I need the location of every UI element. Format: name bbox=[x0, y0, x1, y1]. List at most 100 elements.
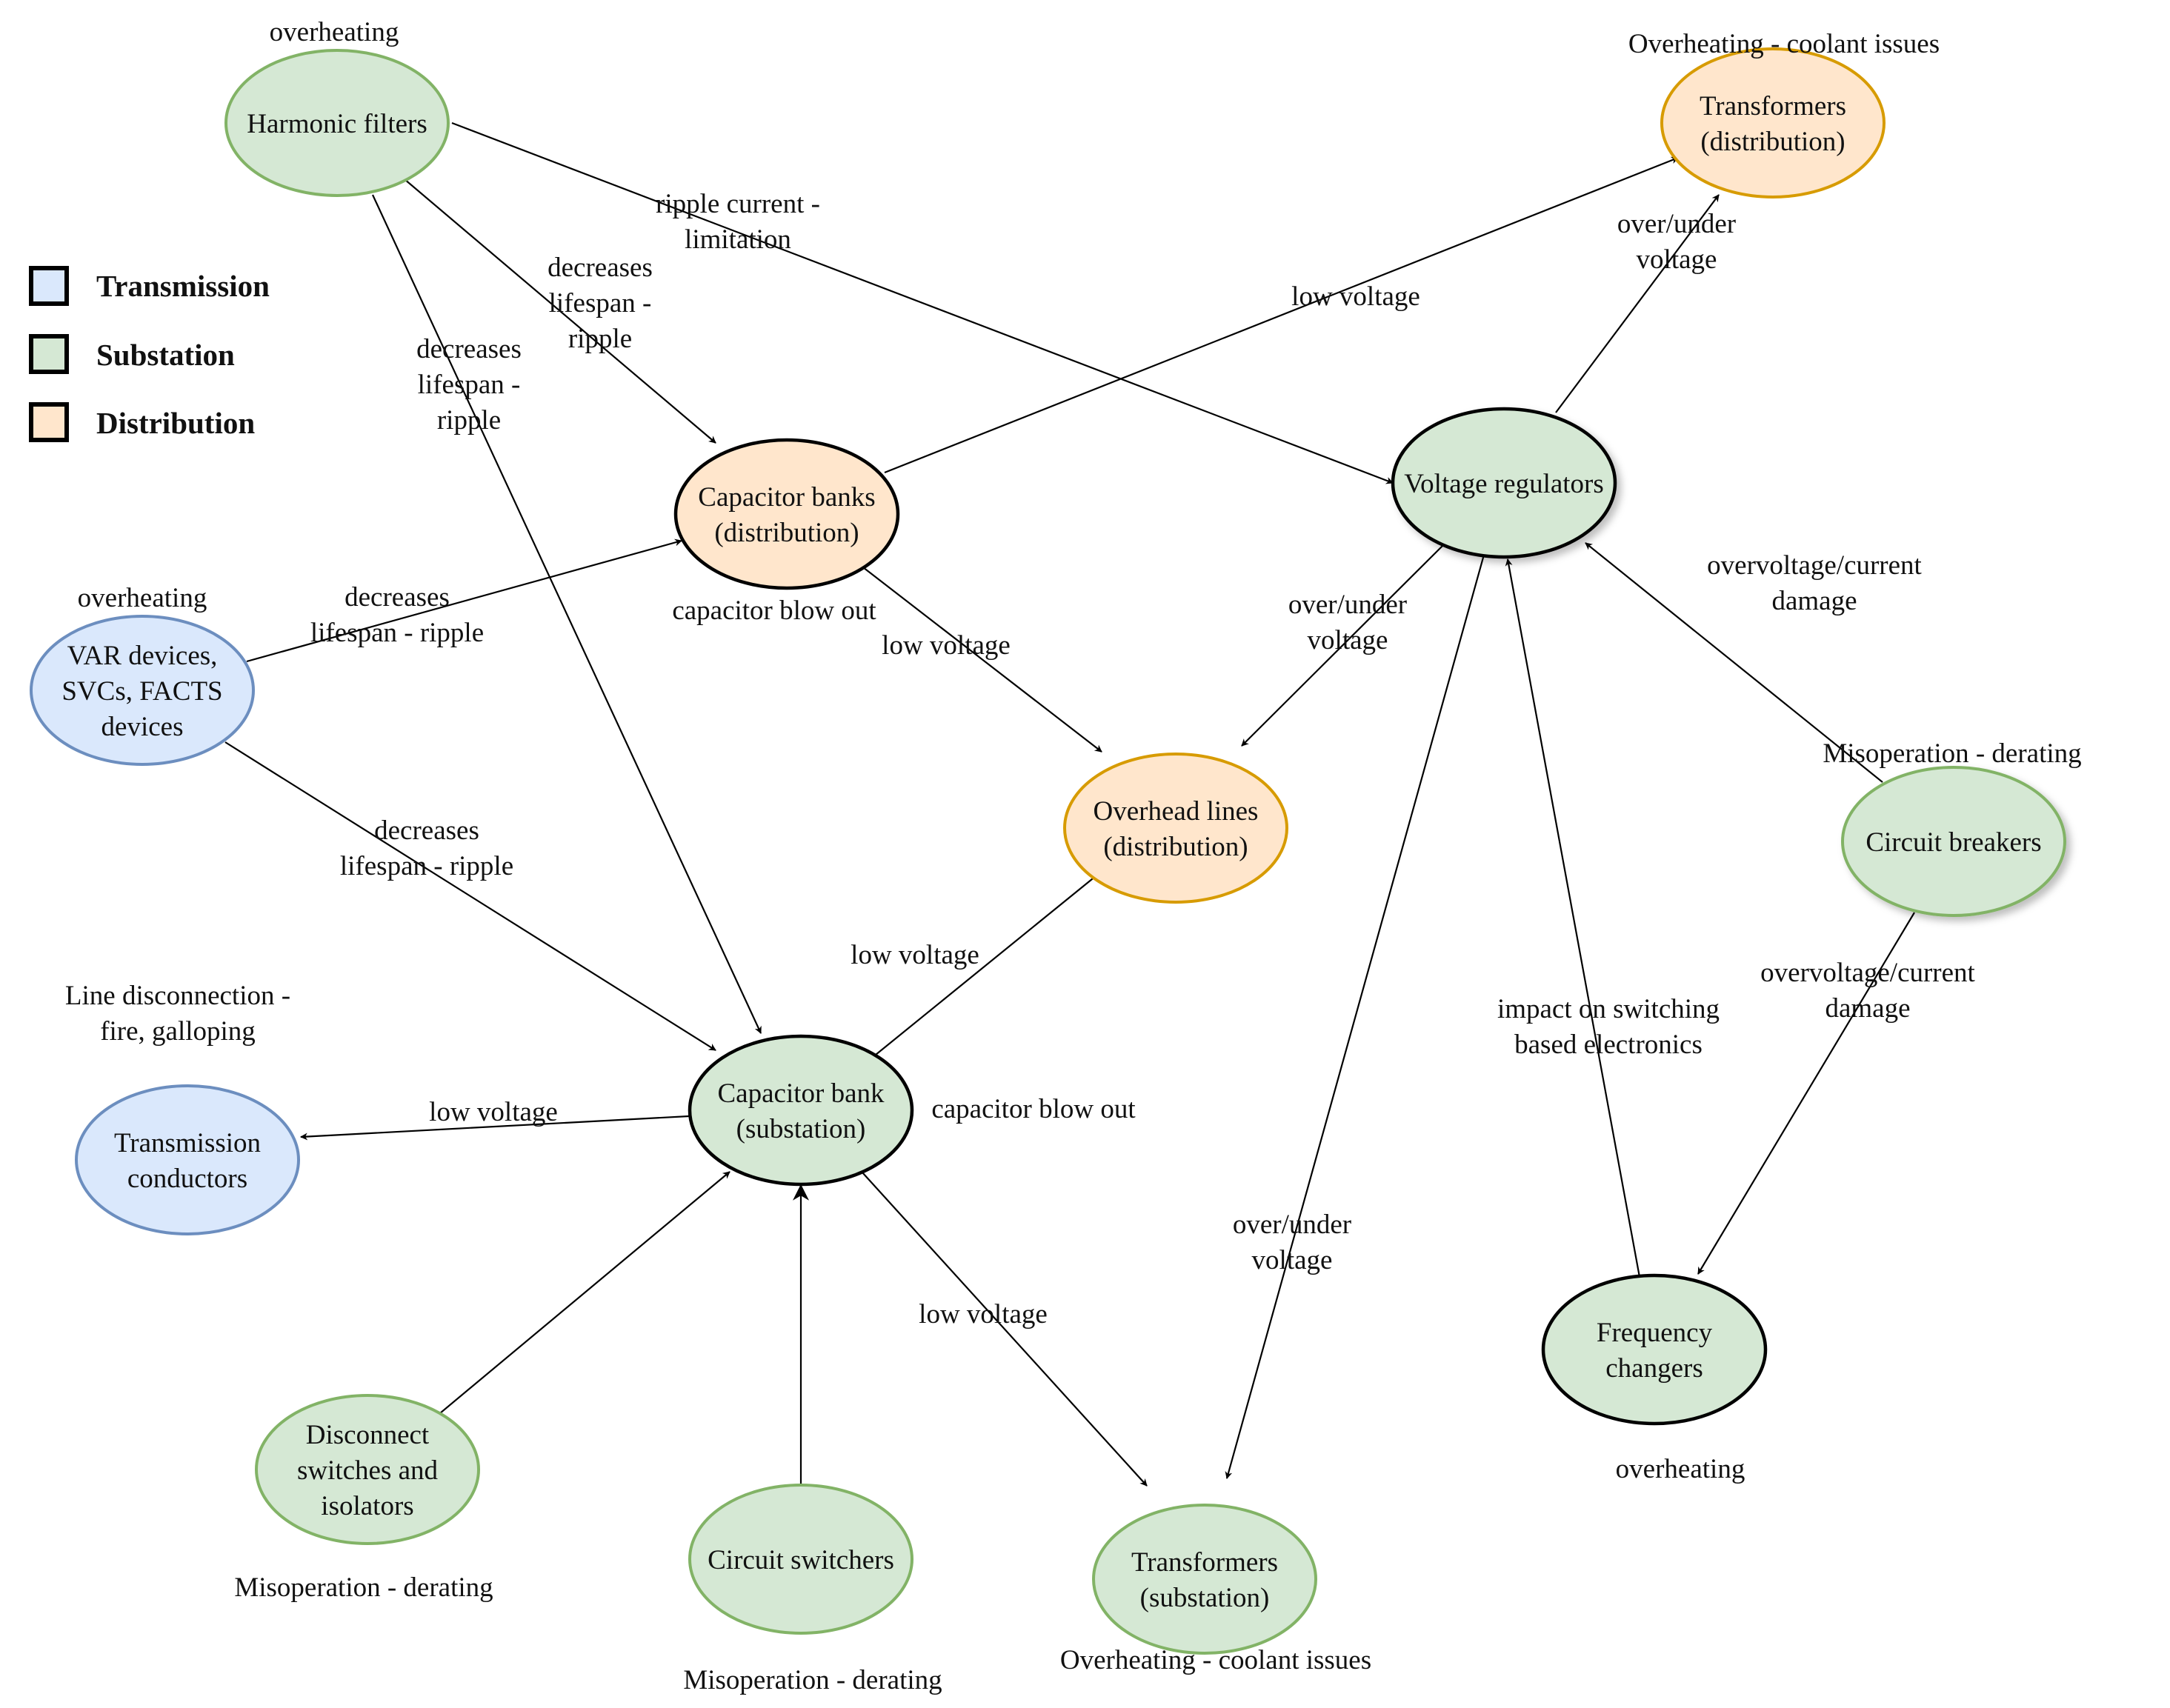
edge-circuit-breakers-to-frequency-changers bbox=[1697, 912, 1915, 1275]
node-circuit-breakers[interactable]: Circuit breakers bbox=[1841, 766, 2066, 917]
edge-voltage-regulators-to-transformers-distribution bbox=[1555, 194, 1720, 413]
edge-label-circuit-breakers-to-voltage-regulators-line: overvoltage/current bbox=[1707, 550, 1922, 581]
edge-label-capacitor-banks-distribution-to-overhead-lines-line: low voltage bbox=[882, 630, 1011, 661]
node-note-transmission-conductors: Line disconnection -fire, galloping bbox=[65, 981, 290, 1047]
node-var-devices[interactable]: VAR devices, SVCs, FACTS devices bbox=[30, 615, 255, 766]
node-label-transmission-conductors: Transmission conductors bbox=[114, 1128, 261, 1194]
node-label-transformers-distribution-line: (distribution) bbox=[1700, 127, 1845, 157]
edge-var-devices-to-capacitor-banks-distribution bbox=[246, 538, 682, 663]
edge-label-capacitor-banks-distribution-to-transformers-distribution-line: low voltage bbox=[1291, 281, 1420, 312]
node-note-frequency-changers-line: overheating bbox=[1616, 1454, 1745, 1484]
node-transmission-conductors[interactable]: Transmission conductors bbox=[75, 1084, 300, 1235]
edge-label-capacitor-bank-substation-to-transmission-conductors: low voltage bbox=[429, 1097, 558, 1127]
edge-capacitor-bank-substation-to-transmission-conductors bbox=[300, 1115, 690, 1141]
node-shape-capacitor-banks-distribution bbox=[673, 438, 900, 590]
node-label-var-devices-line: VAR devices, bbox=[67, 641, 218, 671]
node-shape-overhead-lines bbox=[1063, 753, 1288, 904]
legend-item-transmission: Transmission bbox=[29, 266, 270, 306]
node-capacitor-bank-substation[interactable]: Capacitor bank(substation) bbox=[688, 1034, 914, 1187]
node-note-var-devices: overheating bbox=[78, 583, 207, 613]
node-label-circuit-switchers-line: Circuit switchers bbox=[708, 1545, 894, 1575]
node-label-var-devices-line: SVCs, FACTS bbox=[61, 676, 222, 707]
edge-label-harmonic-filters-to-capacitor-banks-distribution-line: ripple bbox=[568, 324, 632, 354]
node-label-overhead-lines-line: Overhead lines bbox=[1094, 796, 1259, 827]
edge-label-voltage-regulators-to-transformers-substation-line: over/under bbox=[1233, 1210, 1351, 1240]
node-label-transformers-substation: Transformers(substation) bbox=[1131, 1547, 1278, 1613]
edge-label-harmonic-filters-to-capacitor-bank-substation-line: decreases bbox=[416, 334, 522, 364]
legend-item-distribution: Distribution bbox=[29, 402, 255, 442]
node-label-disconnect-switches-line: Disconnect bbox=[306, 1420, 430, 1450]
node-overhead-lines[interactable]: Overhead lines (distribution) bbox=[1063, 753, 1288, 904]
node-shape-circuit-breakers bbox=[1841, 766, 2066, 917]
node-label-disconnect-switches-line: switches and bbox=[297, 1455, 439, 1486]
node-label-voltage-regulators-line: Voltage regulators bbox=[1404, 469, 1604, 499]
node-label-transformers-distribution: Transformers(distribution) bbox=[1700, 91, 1846, 157]
node-note-transmission-conductors-line: fire, galloping bbox=[100, 1016, 256, 1047]
edge-harmonic-filters-to-voltage-regulators bbox=[451, 121, 1394, 484]
node-label-capacitor-bank-substation-line: Capacitor bank bbox=[718, 1078, 885, 1109]
node-note-var-devices-line: overheating bbox=[78, 583, 207, 613]
node-voltage-regulators[interactable]: Voltage regulators bbox=[1391, 407, 1617, 559]
node-label-overhead-lines-line: (distribution) bbox=[1103, 832, 1248, 862]
node-harmonic-filters[interactable]: Harmonic filters bbox=[224, 49, 450, 197]
edge-label-var-devices-to-capacitor-bank-substation-line: lifespan - ripple bbox=[340, 851, 513, 881]
edge-label-harmonic-filters-to-voltage-regulators: ripple current -limitation bbox=[656, 189, 820, 255]
node-note-transformers-substation-line: Overheating - coolant issues bbox=[1060, 1645, 1371, 1675]
node-note-transformers-substation: Overheating - coolant issues bbox=[1060, 1645, 1371, 1675]
node-label-disconnect-switches-line: isolators bbox=[321, 1491, 413, 1521]
edge-capacitor-bank-substation-to-overhead-lines bbox=[875, 872, 1101, 1055]
edge-capacitor-banks-distribution-to-overhead-lines bbox=[862, 567, 1102, 753]
edge-label-var-devices-to-capacitor-bank-substation-line: decreases bbox=[374, 815, 479, 846]
edge-label-circuit-breakers-to-voltage-regulators-line: damage bbox=[1771, 586, 1857, 616]
edge-label-harmonic-filters-to-capacitor-bank-substation-line: ripple bbox=[437, 405, 501, 436]
legend-swatch-transmission bbox=[29, 266, 69, 306]
node-label-var-devices: VAR devices, SVCs, FACTS devices bbox=[61, 641, 222, 742]
node-label-harmonic-filters-line: Harmonic filters bbox=[247, 109, 427, 139]
node-label-frequency-changers-line: Frequency bbox=[1597, 1318, 1713, 1348]
node-label-transmission-conductors-line: Transmission bbox=[114, 1128, 261, 1158]
node-note-harmonic-filters-line: overheating bbox=[270, 17, 399, 47]
edge-voltage-regulators-to-transformers-substation bbox=[1225, 554, 1485, 1479]
edge-label-circuit-breakers-to-voltage-regulators: overvoltage/current damage bbox=[1707, 550, 1922, 616]
edge-label-var-devices-to-capacitor-banks-distribution-line: decreases bbox=[345, 582, 450, 613]
edge-circuit-breakers-to-voltage-regulators bbox=[1585, 542, 1883, 783]
node-label-transmission-conductors-line: conductors bbox=[127, 1164, 247, 1194]
node-shape-voltage-regulators bbox=[1391, 407, 1617, 559]
edge-label-capacitor-bank-substation-to-transmission-conductors-line: low voltage bbox=[429, 1097, 558, 1127]
node-note-capacitor-banks-distribution-line: capacitor blow out bbox=[672, 596, 876, 626]
node-circuit-switchers[interactable]: Circuit switchers bbox=[688, 1484, 913, 1635]
node-note-capacitor-bank-substation: capacitor blow out bbox=[931, 1094, 1136, 1124]
edge-harmonic-filters-to-capacitor-banks-distribution bbox=[404, 179, 716, 444]
edge-label-capacitor-bank-substation-to-overhead-lines-line: low voltage bbox=[851, 940, 979, 970]
node-disconnect-switches[interactable]: Disconnect switches and isolators bbox=[255, 1394, 480, 1545]
node-note-circuit-breakers: Misoperation - derating bbox=[1823, 738, 2081, 769]
node-note-circuit-switchers-line: Misoperation - derating bbox=[683, 1665, 942, 1695]
node-shape-capacitor-bank-substation bbox=[688, 1034, 914, 1187]
node-transformers-distribution[interactable]: Transformers(distribution) bbox=[1660, 47, 1886, 199]
edge-label-voltage-regulators-to-transformers-distribution-line: voltage bbox=[1637, 244, 1717, 275]
node-label-harmonic-filters: Harmonic filters bbox=[247, 109, 427, 139]
edge-label-harmonic-filters-to-capacitor-banks-distribution-line: lifespan - bbox=[549, 288, 652, 318]
node-label-var-devices-line: devices bbox=[101, 712, 184, 742]
node-note-disconnect-switches-line: Misoperation - derating bbox=[234, 1572, 493, 1603]
edge-label-capacitor-bank-substation-to-overhead-lines: low voltage bbox=[851, 940, 979, 970]
edge-voltage-regulators-to-overhead-lines bbox=[1241, 545, 1443, 747]
edge-label-capacitor-banks-distribution-to-overhead-lines: low voltage bbox=[882, 630, 1011, 661]
edge-var-devices-to-capacitor-bank-substation bbox=[224, 741, 716, 1051]
node-note-transformers-distribution-line: Overheating - coolant issues bbox=[1628, 29, 1940, 59]
node-transformers-substation[interactable]: Transformers(substation) bbox=[1092, 1504, 1317, 1655]
edge-label-capacitor-bank-substation-to-transformers-substation-line: low voltage bbox=[919, 1299, 1048, 1330]
node-label-capacitor-banks-distribution-line: (distribution) bbox=[714, 518, 859, 548]
edge-label-frequency-changers-to-voltage-regulators-line: based electronics bbox=[1514, 1030, 1703, 1060]
node-label-overhead-lines: Overhead lines (distribution) bbox=[1094, 796, 1259, 862]
edge-label-capacitor-bank-substation-to-transformers-substation: low voltage bbox=[919, 1299, 1048, 1330]
node-capacitor-banks-distribution[interactable]: Capacitor banks(distribution) bbox=[673, 438, 900, 590]
